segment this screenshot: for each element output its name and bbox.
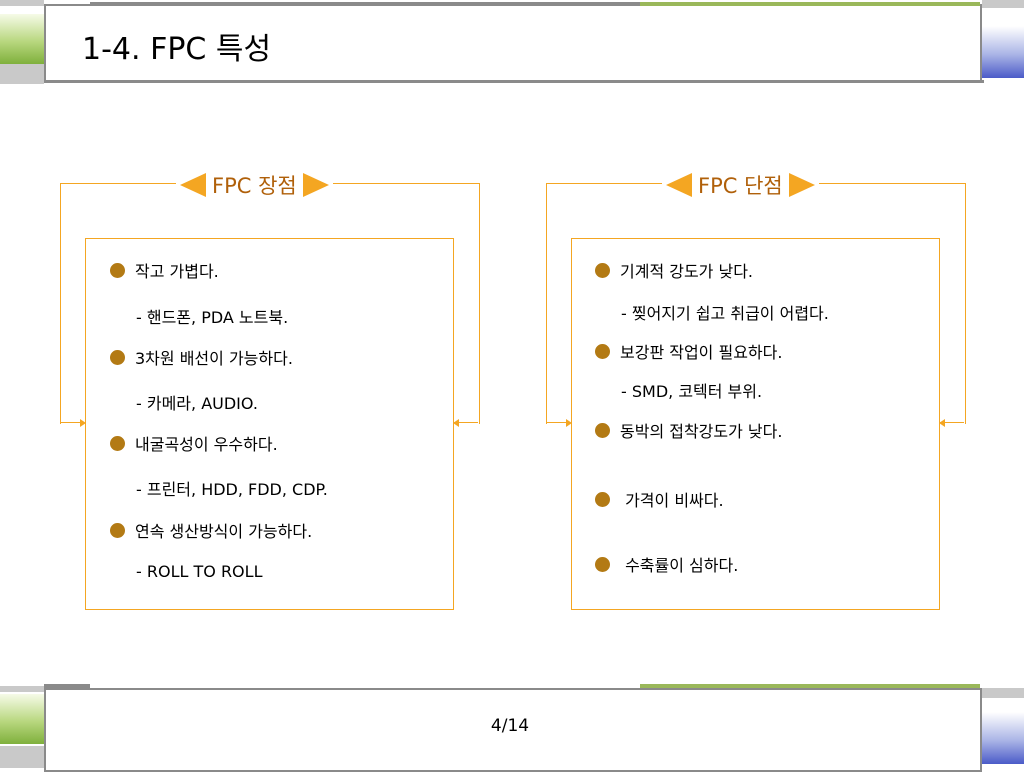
cons-panel bbox=[571, 238, 940, 610]
header-deco-gray bbox=[0, 0, 44, 6]
pros-sub-item: - 핸드폰, PDA 노트북. bbox=[136, 308, 289, 327]
triangle-right-icon bbox=[788, 173, 815, 197]
page-number: 4/14 bbox=[490, 716, 530, 736]
pros-item: 3차원 배선이 가능하다. bbox=[110, 345, 293, 369]
cons-item: 기계적 강도가 낮다. bbox=[595, 258, 753, 282]
header-deco-right-gray bbox=[982, 0, 1024, 8]
header-top-line bbox=[90, 2, 640, 5]
triangle-left-icon bbox=[666, 173, 692, 197]
cons-sub-item: - 찢어지기 쉽고 취급이 어렵다. bbox=[621, 304, 829, 323]
cons-arrow-left bbox=[546, 422, 570, 423]
pros-heading: FPC 장점 bbox=[176, 170, 333, 200]
bullet-icon bbox=[110, 522, 125, 538]
bullet-icon bbox=[110, 435, 125, 451]
cons-item: 동박의 접착강도가 낮다. bbox=[595, 418, 782, 442]
footer-deco-gray bbox=[0, 686, 44, 692]
footer-deco-blue bbox=[982, 712, 1024, 764]
bullet-icon bbox=[595, 422, 610, 438]
pros-sub-item: - ROLL TO ROLL bbox=[136, 562, 263, 581]
pros-sub-item: - 카메라, AUDIO. bbox=[136, 394, 258, 413]
footer-deco-green bbox=[0, 694, 44, 744]
cons-arrow-right-tip bbox=[939, 419, 945, 427]
header-green-line bbox=[640, 2, 980, 6]
header-deco-gray-2 bbox=[0, 64, 44, 84]
pros-arrow-right-tip bbox=[453, 419, 459, 427]
cons-heading-label: FPC 단점 bbox=[698, 174, 783, 198]
pros-panel bbox=[85, 238, 454, 610]
bullet-icon bbox=[110, 262, 125, 278]
cons-item: 수축률이 심하다. bbox=[595, 552, 738, 576]
header-deco-green bbox=[0, 14, 44, 64]
pros-item: 내굴곡성이 우수하다. bbox=[110, 431, 278, 455]
pros-heading-label: FPC 장점 bbox=[212, 174, 297, 198]
footer-green-line bbox=[640, 684, 980, 688]
footer-deco-gray-2 bbox=[0, 746, 44, 768]
bullet-icon bbox=[110, 349, 125, 365]
header-bottom-line bbox=[44, 80, 984, 83]
slide-title: 1-4. FPC 특성 bbox=[82, 32, 272, 67]
footer-deco-bar bbox=[44, 684, 90, 690]
pros-arrow-left bbox=[60, 422, 84, 423]
cons-heading: FPC 단점 bbox=[662, 170, 819, 200]
footer-deco-right-gray bbox=[982, 688, 1024, 698]
pros-arrow-left-tip bbox=[80, 419, 86, 427]
triangle-right-icon bbox=[302, 173, 329, 197]
header-deco-blue bbox=[982, 26, 1024, 78]
pros-item: 연속 생산방식이 가능하다. bbox=[110, 518, 312, 542]
cons-item: 가격이 비싸다. bbox=[595, 487, 724, 511]
cons-sub-item: - SMD, 코텍터 부위. bbox=[621, 382, 763, 401]
triangle-left-icon bbox=[180, 173, 206, 197]
bullet-icon bbox=[595, 262, 610, 278]
pros-arrow-right bbox=[454, 422, 478, 423]
cons-item: 보강판 작업이 필요하다. bbox=[595, 339, 782, 363]
cons-arrow-right bbox=[940, 422, 964, 423]
bullet-icon bbox=[595, 343, 610, 359]
bullet-icon bbox=[595, 556, 610, 572]
bullet-icon bbox=[595, 491, 610, 507]
cons-arrow-left-tip bbox=[566, 419, 572, 427]
pros-sub-item: - 프린터, HDD, FDD, CDP. bbox=[136, 480, 328, 499]
pros-item: 작고 가볍다. bbox=[110, 258, 219, 282]
